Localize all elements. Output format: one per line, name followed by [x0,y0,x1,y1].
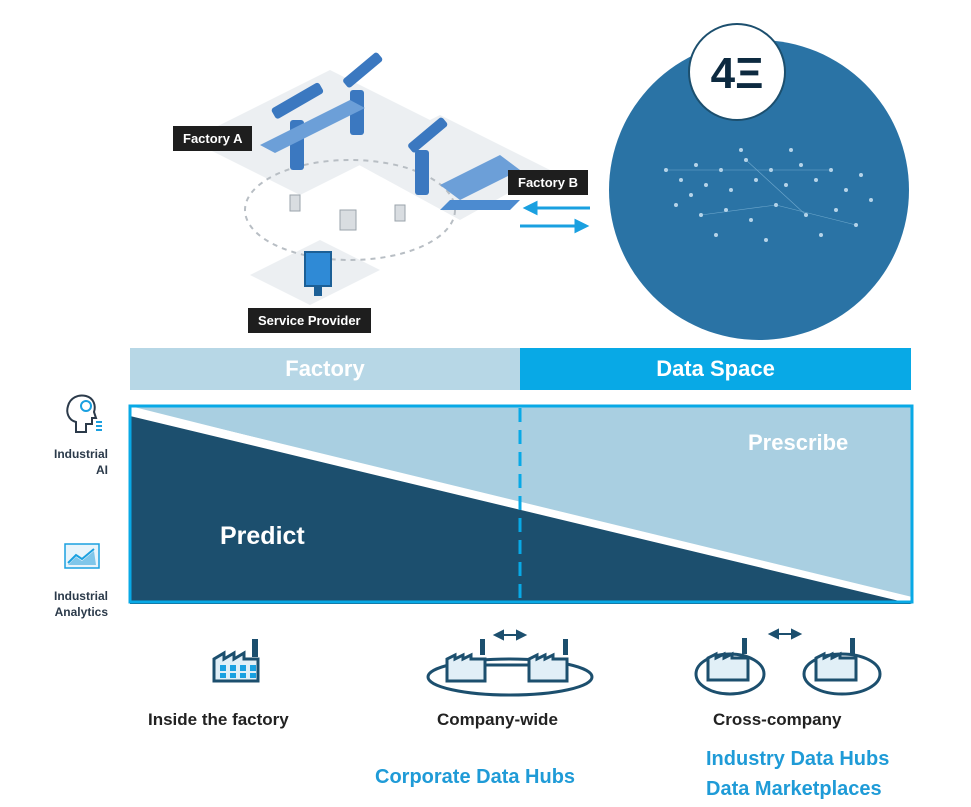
logo-text: 4Ξ [711,49,764,98]
industrial-ai-label: Industrial AI [53,447,108,477]
factory-band: Factory [130,348,520,390]
factory-b-robots [408,117,520,210]
cross-arrow-icon [767,628,803,640]
factory-pair [445,639,569,683]
factory-network-illustration [190,52,590,305]
data-marketplaces: Data Marketplaces [706,778,882,800]
service-provider-tag: Service Provider [248,308,371,333]
bidirectional-arrow-icon [492,629,528,641]
scope-cross-company: Cross-company [713,710,842,729]
logo-badge [688,23,786,121]
factory-b-tag: Factory B [508,170,588,195]
factory-b-floor [350,115,550,220]
prescribe-label: Prescribe [748,430,849,455]
factory-a-tag: Factory A [173,126,253,151]
industrial-ai-icon [66,394,102,433]
world-dots [664,148,873,242]
scope-inside-factory: Inside the factory [148,710,289,729]
predict-label: Predict [220,522,305,550]
data-space-band: Data Space [520,348,911,390]
single-factory-icon [212,639,260,683]
company-wide-icon [426,629,594,697]
world-links [666,159,857,226]
predict-prescribe-chart [128,404,914,604]
chart-frame [128,404,914,604]
exchange-arrows [520,200,590,234]
service-provider-monitor [304,251,332,296]
cross-company-icon [694,628,882,696]
corporate-data-hubs: Corporate Data Hubs [375,766,576,788]
industrial-analytics-icon [64,543,100,569]
predict-region [130,416,912,604]
industry-data-hubs: Industry Data Hubs [706,748,890,770]
industrial-analytics-label: Industrial Analytics [53,589,108,619]
scope-company-wide: Company-wide [437,710,558,729]
data-space-globe: 4Ξ [609,23,909,340]
data-document-icons [289,194,406,231]
factory-a-robots [260,52,383,170]
